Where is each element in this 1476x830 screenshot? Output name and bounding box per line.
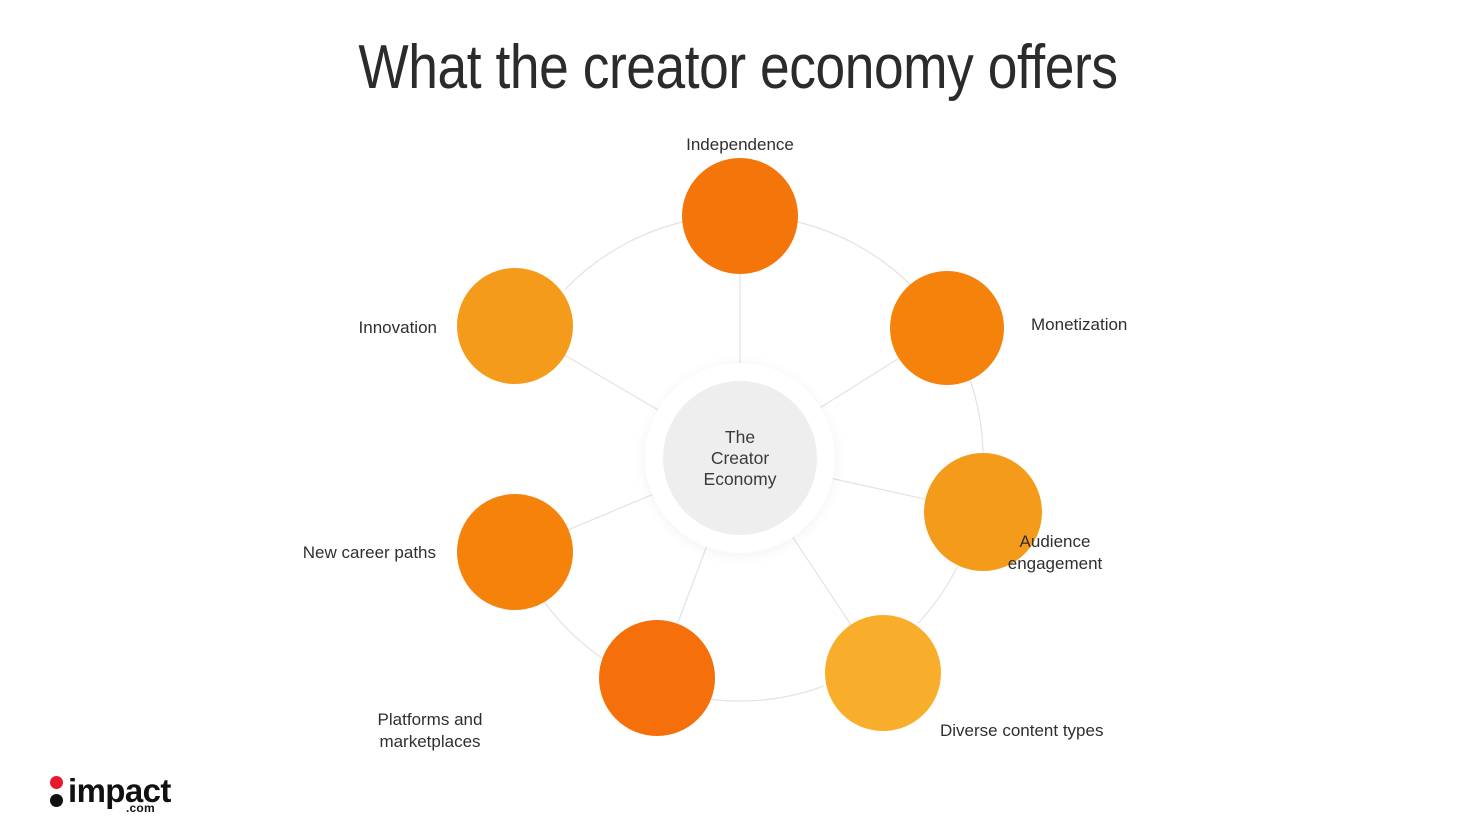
node-circle-4[interactable]: [599, 620, 715, 736]
hub-center-node[interactable]: The Creator Economy: [645, 363, 835, 553]
logo-dot-black-icon: [50, 794, 63, 807]
logo-dot-red-icon: [50, 776, 63, 789]
node-circle-6[interactable]: [457, 268, 573, 384]
spoke-line-3: [792, 536, 852, 626]
node-label-2: Audience engagement: [1007, 532, 1103, 573]
connector-ring: [543, 221, 984, 702]
spoke-line-4: [676, 546, 708, 624]
spoke-line-2: [832, 478, 926, 500]
spoke-line-5: [568, 494, 653, 531]
page-title: What the creator economy offers: [358, 33, 1118, 102]
node-circle-1[interactable]: [890, 271, 1004, 385]
node-circle-5[interactable]: [457, 494, 573, 610]
node-label-0: Independence: [686, 135, 794, 154]
logo-dots-icon: [50, 776, 64, 810]
ring-arc-1: [969, 379, 984, 453]
node-circle-3[interactable]: [825, 615, 941, 731]
logo-tld: .com: [126, 801, 155, 815]
node-label-6: Innovation: [358, 318, 437, 337]
node-label-3: Diverse content types: [940, 721, 1104, 740]
node-label-5: New career paths: [302, 543, 436, 562]
hub-label: The Creator Economy: [703, 426, 777, 489]
ring-arc-4: [543, 601, 604, 660]
node-circle-0[interactable]: [682, 158, 798, 274]
ring-arc-6: [564, 221, 684, 290]
impact-com-logo: impact .com: [50, 772, 171, 818]
ring-arc-0: [796, 221, 911, 286]
node-label-1: Monetization: [1031, 315, 1128, 334]
hub-inner-disc: The Creator Economy: [663, 381, 817, 535]
node-circle-2[interactable]: [924, 453, 1042, 571]
spoke-line-6: [564, 354, 659, 411]
ring-arc-2: [917, 565, 959, 624]
node-label-4: Platforms and marketplaces: [377, 710, 483, 751]
spokes-group: [564, 274, 926, 626]
ring-arc-3: [709, 685, 824, 702]
spoke-line-1: [820, 357, 900, 408]
logo-wordmark: impact: [68, 772, 171, 809]
